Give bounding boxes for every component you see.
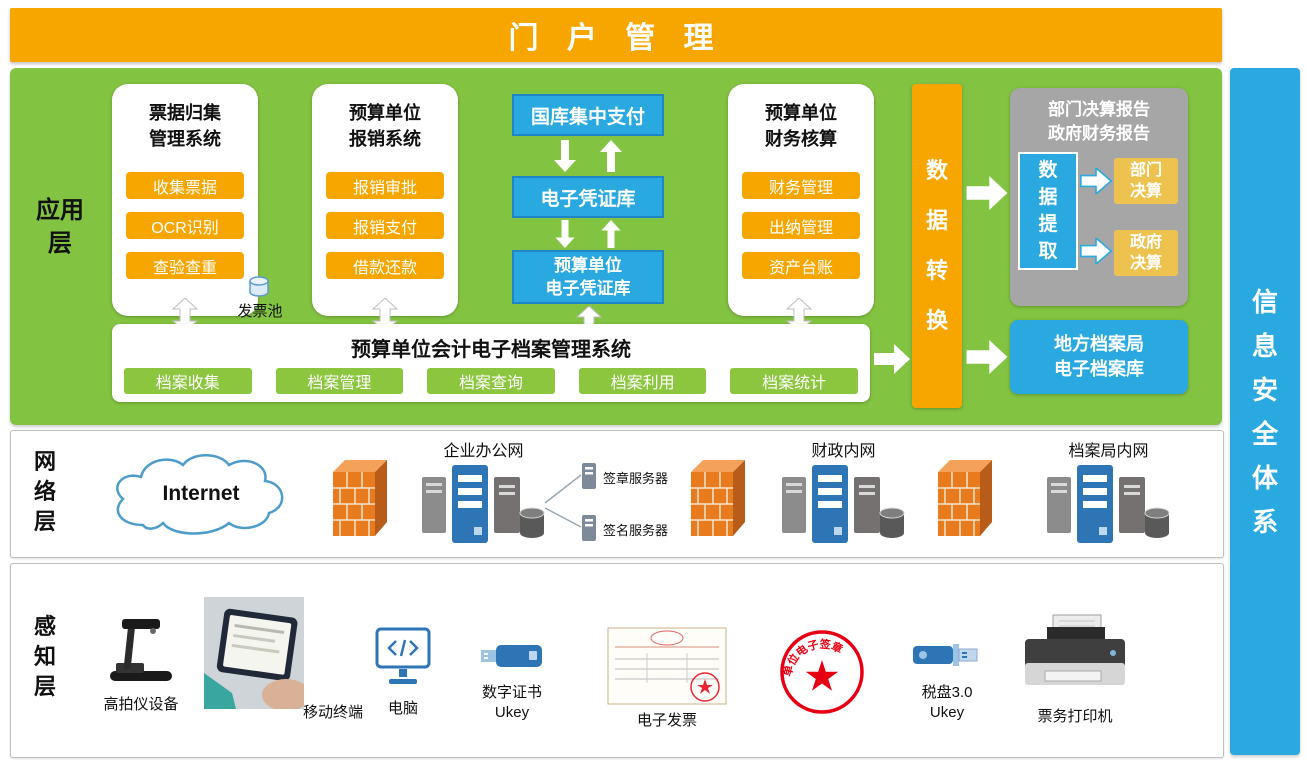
- archive-item: 档案查询: [427, 368, 555, 394]
- arrow-right-icon: [966, 340, 1008, 374]
- archive-bureau-box: 地方档案局 电子档案库: [1010, 320, 1188, 394]
- computer-icon: [375, 627, 431, 684]
- internet-cloud-icon: [116, 454, 284, 535]
- bill-collection-title: 票据归集 管理系统: [149, 103, 221, 149]
- taxdisk-label: 税盘3.0 Ukey: [921, 684, 973, 721]
- finance-item: 出纳管理: [742, 212, 860, 239]
- tablet-photo: [204, 597, 304, 709]
- internet-label: Internet: [162, 482, 240, 505]
- arrow-up-icon: [601, 220, 621, 248]
- connector-lines: [544, 474, 582, 528]
- firewall-icon: [938, 460, 992, 536]
- unit-evoucher-box: 预算单位 电子凭证库: [512, 250, 664, 304]
- archive-net-label: 档案局内网: [1068, 443, 1149, 460]
- reimburse-item: 借款还款: [326, 252, 444, 279]
- archive-item: 档案利用: [578, 368, 707, 394]
- reimburse-item: 报销审批: [326, 172, 444, 199]
- device-layer: 感知层 高拍仪设备 移动终端: [10, 563, 1224, 758]
- finance-item: 资产台账: [742, 252, 860, 279]
- arrow-up-icon: [600, 140, 622, 172]
- bill-system-item: 收集票据: [126, 172, 244, 199]
- seal-server-label: 签章服务器: [603, 471, 669, 486]
- svg-text:单位电子签章: 单位电子签章: [780, 637, 845, 678]
- finance-item: 财务管理: [742, 172, 860, 199]
- arrow-updown-icon: [172, 298, 198, 332]
- report-box: 部门决算报告 政府财务报告 数据提取 部门 决算 政府 决算: [1010, 88, 1188, 306]
- usb-key-icon: [481, 645, 542, 667]
- finance-title: 预算单位 财务核算: [765, 103, 837, 149]
- reimburse-card: 预算单位 报销系统 报销审批 报销支付 借款还款: [312, 84, 458, 316]
- computer-label: 电脑: [387, 700, 418, 717]
- security-system-bar: 信息安全体系: [1230, 68, 1300, 755]
- document-camera-icon: [110, 619, 172, 681]
- dept-final-box: 部门 决算: [1114, 158, 1178, 204]
- reimburse-title: 预算单位 报销系统: [349, 103, 421, 149]
- invoice-pool-label: 发票池: [237, 303, 283, 320]
- server-cluster-icon: [782, 465, 905, 543]
- document-camera-label: 高拍仪设备: [103, 696, 179, 713]
- arrow-right-icon: [874, 344, 910, 374]
- bill-system-item: OCR识别: [126, 212, 244, 239]
- application-layer: 应用 层 票据归集 管理系统 收集票据 OCR识别 查验查重 发票池 预算单位 …: [10, 68, 1222, 425]
- server-cluster-icon: [422, 465, 545, 543]
- device-layer-label: 感知层: [33, 614, 56, 699]
- archive-chip-row: 档案收集 档案管理 档案查询 档案利用 档案统计: [124, 368, 858, 394]
- data-convert-label: 数据转换: [925, 158, 948, 333]
- invoice-icon: [607, 627, 727, 705]
- reimburse-item: 报销支付: [326, 212, 444, 239]
- printer-label: 票务打印机: [1037, 708, 1113, 725]
- security-system-label: 信息安全体系: [1251, 286, 1278, 537]
- archive-item: 档案收集: [124, 368, 252, 394]
- seal-text: 单位电子签章: [780, 637, 845, 678]
- application-layer-label: 应用 层: [36, 197, 84, 257]
- server-cluster-icon: [1047, 465, 1170, 543]
- sign-server-icon: [582, 463, 596, 489]
- network-layer: 网络层 Internet 企业办公网: [10, 430, 1224, 558]
- einvoice-label: 电子发票: [636, 712, 697, 729]
- firewall-icon: [333, 460, 387, 536]
- seal-icon: 单位电子签章: [780, 630, 864, 714]
- finance-card: 预算单位 财务核算 财务管理 出纳管理 资产台账: [728, 84, 874, 316]
- data-convert-bar: 数据转换: [912, 84, 962, 408]
- printer-icon: [1025, 614, 1125, 685]
- data-extract-label: 数据提取: [1038, 160, 1058, 262]
- firewall-icon: [691, 460, 745, 536]
- evoucher-box: 电子凭证库: [512, 176, 664, 218]
- digital-cert-label: 数字证书 Ukey: [481, 684, 542, 721]
- archive-item: 档案统计: [730, 368, 858, 394]
- signature-server-label: 签名服务器: [603, 523, 669, 538]
- arrow-right-icon: [1080, 238, 1112, 264]
- invoice-pool-icon: [249, 276, 269, 297]
- bill-system-item: 查验查重: [126, 252, 244, 279]
- usb-taxdisk-icon: [913, 644, 978, 666]
- finance-net-label: 财政内网: [811, 443, 876, 460]
- data-extract-box: 数据提取: [1018, 152, 1078, 270]
- treasury-payment-box: 国库集中支付: [512, 94, 664, 136]
- report-title: 部门决算报告 政府财务报告: [1048, 100, 1150, 143]
- archive-system-title: 预算单位会计电子档案管理系统: [351, 339, 631, 361]
- arrow-down-icon: [554, 140, 576, 172]
- mobile-terminal-label: 移动终端: [302, 704, 363, 721]
- arrow-updown-icon: [786, 298, 812, 332]
- arrow-updown-icon: [372, 298, 398, 332]
- network-layer-label: 网络层: [33, 449, 56, 534]
- arrow-right-icon: [1080, 168, 1112, 194]
- bill-collection-card: 票据归集 管理系统 收集票据 OCR识别 查验查重: [112, 84, 258, 316]
- gov-final-box: 政府 决算: [1114, 230, 1178, 276]
- arrow-right-icon: [966, 176, 1008, 210]
- portal-banner: 门 户 管 理: [10, 8, 1222, 62]
- sign-server-icon: [582, 515, 596, 541]
- portal-title: 门 户 管 理: [508, 22, 724, 55]
- arrow-down-icon: [555, 220, 575, 248]
- office-net-label: 企业办公网: [443, 443, 524, 460]
- archive-item: 档案管理: [275, 368, 404, 394]
- archive-system-bar: 预算单位会计电子档案管理系统 档案收集 档案管理 档案查询 档案利用 档案统计: [112, 324, 870, 402]
